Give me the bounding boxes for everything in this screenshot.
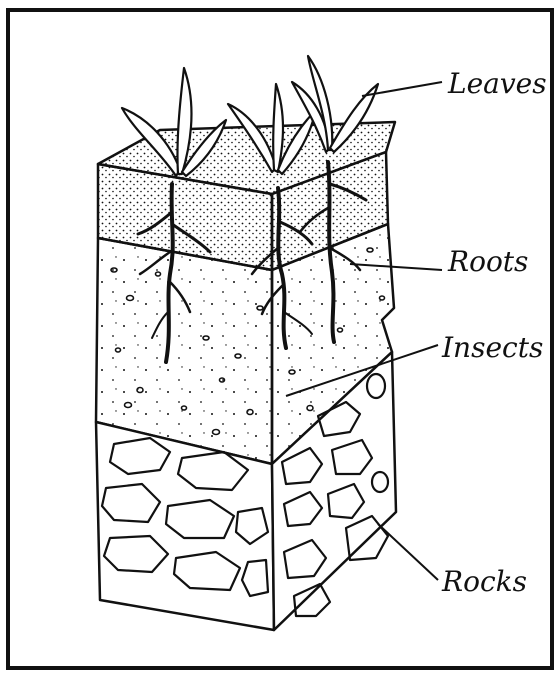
leader-line-rocks [378,524,438,580]
label-leaves: Leaves [448,70,547,98]
label-rocks: Rocks [442,568,527,596]
diagram-frame: Leaves Roots Insects Rocks [6,8,554,670]
label-insects: Insects [442,334,543,362]
label-roots: Roots [448,248,528,276]
